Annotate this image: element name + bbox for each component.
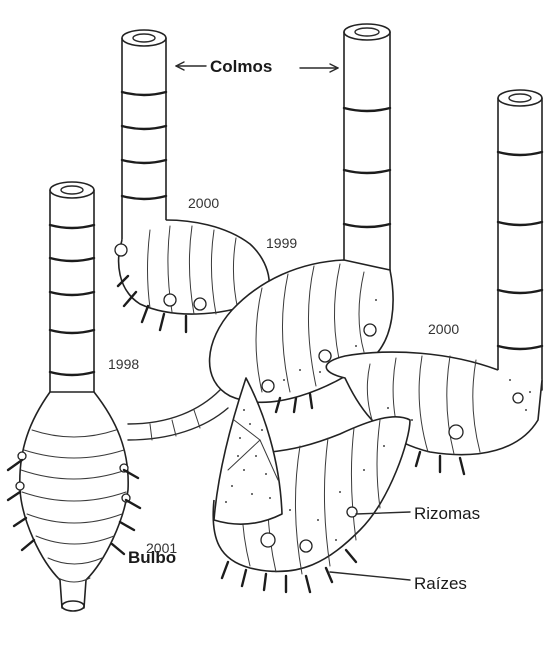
culm-2000-right [498,98,542,390]
culm-1999 [344,32,390,272]
culm-1998-top [50,182,94,198]
label-rizomas: Rizomas [414,505,480,522]
label-colmos: Colmos [210,58,272,75]
raizes-pointer [330,572,410,580]
year-2001: 2001 [146,541,177,555]
label-raizes: Raízes [414,575,467,592]
year-2000-right: 2000 [428,322,459,336]
year-1999: 1999 [266,236,297,250]
year-2000-left: 2000 [188,196,219,210]
culm-2000-left [122,38,166,248]
bulb-1998 [20,392,128,608]
year-1998: 1998 [108,357,139,371]
